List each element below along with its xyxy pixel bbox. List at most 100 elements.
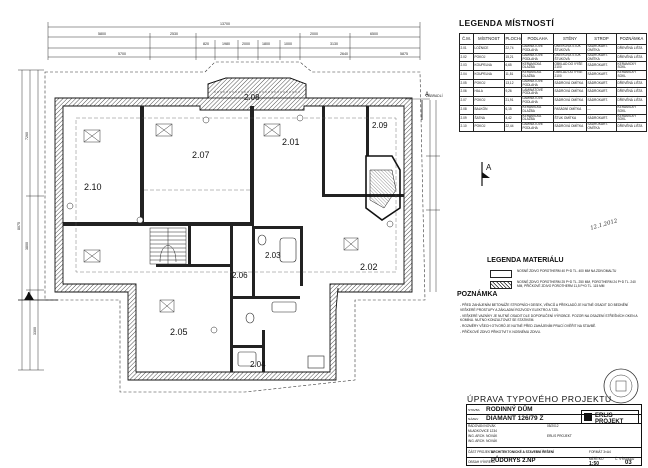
- table-cell-num: 2.09: [459, 113, 474, 124]
- room-label-2-04: 2.04: [250, 360, 266, 369]
- material-row: NOSNÉ ZDIVO POROTHERM 40 P+D TL. 400 MM …: [490, 269, 640, 278]
- tb-stavba-value: RODINNÝ DŮM: [486, 406, 533, 413]
- roof-window-marks: [83, 123, 359, 313]
- tb-label: STAVBA: [468, 408, 480, 412]
- dim-label: 3300: [33, 327, 37, 335]
- table-cell-name: POKOJ: [473, 122, 505, 132]
- room-label-2-03: 2.03: [265, 251, 281, 260]
- table-cell-num: 2.03: [459, 61, 474, 72]
- table-cell-name: KOUPELNA: [473, 61, 505, 72]
- bay-window: [365, 155, 401, 221]
- table-cell-num: 2.05: [459, 78, 474, 89]
- left-dimension-labels: 8075 7260 3800 3300: [17, 132, 37, 335]
- table-cell-ceiling: —: [586, 104, 617, 115]
- tb-meritko-label: MĚŘÍTKO: [589, 457, 604, 461]
- interior-walls: [63, 106, 404, 372]
- col-header-floor: PODLAHA: [521, 33, 554, 45]
- tb-format: FORMÁT 3×A4: [589, 450, 611, 454]
- note-item: - PŘÍČKOVÉ ZDIVO PŘIKOTVIT K NOSNÉMU ZDI…: [460, 330, 541, 334]
- roof-outline: [44, 61, 426, 393]
- note-item: - VEŠKERÉ VAZNÍKY JE NUTNÉ OSADIT DLE DO…: [460, 313, 638, 323]
- table-cell-area: 21,91: [504, 96, 522, 106]
- dim-label: 820: [203, 42, 209, 46]
- dim-label: 3130: [330, 42, 338, 46]
- dim-label: 1800: [262, 42, 270, 46]
- logo-text: ERLIS PROJEKT: [595, 413, 624, 425]
- col-header-note: POZNÁMKA: [616, 33, 647, 45]
- tb-kontroloval: ING. ARCH. NOVÁK: [468, 439, 498, 443]
- room-label-2-07: 2.07: [192, 150, 210, 160]
- col-header-area: PLOCHA: [504, 33, 522, 45]
- table-cell-note: KERAMICKÝ SOKL: [616, 70, 647, 80]
- table-cell-floor: LAMINÁTOVÉ PODLAHA: [521, 122, 554, 132]
- table-cell-ceiling: SÁDROKART. OMÍTKA: [586, 122, 617, 132]
- tb-address: MLADKOVICE 1234: [468, 429, 497, 433]
- col-header-ceiling: STROP: [586, 33, 617, 45]
- table-cell-name: HALA: [473, 87, 505, 98]
- note-item: - ROZMĚRY VŠECH OTVORŮ JE NUTNÉ PŘED ZAH…: [460, 324, 597, 328]
- material-row: NOSNÉ ZDIVO POROTHERM 25 P+D TL. 250 MM,…: [490, 280, 640, 289]
- company-logo: ERLIS PROJEKT: [581, 410, 639, 425]
- col-header-walls: STĚNY: [553, 33, 587, 45]
- staircase: [149, 227, 187, 265]
- balcony-2-08: [207, 77, 307, 99]
- material-text: NOSNÉ ZDIVO POROTHERM 25 P+D TL. 250 MM,…: [517, 280, 636, 288]
- tb-cast: ARCHITEKTONICKÉ A STAVEBNÍ ŘEŠENÍ: [491, 450, 554, 454]
- table-cell-name: POKOJ: [473, 78, 505, 89]
- tb-cislo-label: Č. VÝKRESU: [615, 457, 635, 461]
- table-cell-num: 2.07: [459, 96, 474, 106]
- table-cell-walls: ŠTUK OMÍTKA: [553, 113, 587, 124]
- right-dimension-lines: [426, 100, 440, 292]
- table-cell-floor: LAMINÁTOVÉ PODLAHA: [521, 78, 554, 89]
- tb-row-cast: ČÁST PROJEKTU ARCHITEKTONICKÉ A STAVEBNÍ…: [467, 447, 641, 458]
- tb-label: NÁZEV: [468, 417, 479, 421]
- dim-label: 1980: [222, 42, 230, 46]
- table-cell-num: 2.08: [459, 104, 474, 115]
- table-cell-num: 2.06: [459, 87, 474, 98]
- tb-row-nazev: NÁZEV DIAMANT 126/79 Z: [467, 414, 641, 424]
- table-cell-area: 6,15: [504, 104, 522, 115]
- table-cell-name: POKOJ: [473, 52, 505, 63]
- table-cell-note: DŘEVĚNÁ LIŠTA: [616, 87, 647, 98]
- notes-title: POZNÁMKA: [457, 291, 498, 298]
- dim-label: 7260: [25, 132, 29, 140]
- table-cell-area: 15,21: [504, 52, 522, 63]
- table-cell-note: KERAMICKÝ SOKL: [616, 61, 647, 72]
- table-cell-ceiling: SÁDROKART.: [586, 61, 617, 72]
- dim-label: 6500: [370, 32, 378, 36]
- room-label-2-02: 2.02: [360, 262, 378, 272]
- tb-cislo: 03: [625, 460, 632, 466]
- table-cell-ceiling: SÁDROKART.: [586, 70, 617, 80]
- table-cell-ceiling: SÁDROKART.: [586, 78, 617, 89]
- table-cell-floor: LAMINÁTOVÉ PODLAHA: [521, 52, 554, 63]
- title-block: STAVBA RODINNÝ DŮM NÁZEV DIAMANT 126/79 …: [466, 404, 642, 467]
- section-letter: A: [486, 163, 492, 172]
- section-letter: A: [425, 92, 429, 98]
- top-dimension-lines: [47, 22, 421, 60]
- tb-row-stavba: STAVBA RODINNÝ DŮM: [467, 405, 641, 415]
- handwritten-note: 12.1.2012: [589, 218, 619, 232]
- table-cell-walls: SÁDROVÁ OMÍTKA: [553, 87, 587, 98]
- room-labels: 2.01 2.02 2.03 2.04 2.05 2.06 2.07 2.08 …: [84, 93, 388, 369]
- col-header-name: MÍSTNOST: [473, 33, 505, 45]
- dim-label: 3800: [25, 242, 29, 250]
- table-cell-ceiling: SÁDROKART.: [586, 113, 617, 124]
- dim-label: 5875: [400, 52, 408, 56]
- table-cell-area: 4,42: [504, 113, 522, 124]
- table-cell-ceiling: SÁDROKART. OMÍTKA: [586, 52, 617, 63]
- table-cell-name: LOŽNICE: [473, 44, 505, 54]
- tb-meritko: 1:50: [589, 461, 600, 467]
- table-cell-note: DŘEVĚNÁ LIŠTA: [616, 44, 647, 54]
- material-swatch: [490, 281, 512, 289]
- table-cell-walls: SÁDROVÁ OMÍTKA: [553, 78, 587, 89]
- table-cell-walls: OMÍTKOVÁ ŠTUK ŠTUKOVÁ: [553, 44, 587, 54]
- table-cell-note: DŘEVĚNÁ LIŠTA: [616, 122, 647, 132]
- note-item: - PŘED ZAHÁJENÍM BETONÁŽE STROPNÍCH DESE…: [460, 303, 629, 312]
- table-cell-floor: KERAMICKÁ DLAŽBA: [521, 61, 554, 72]
